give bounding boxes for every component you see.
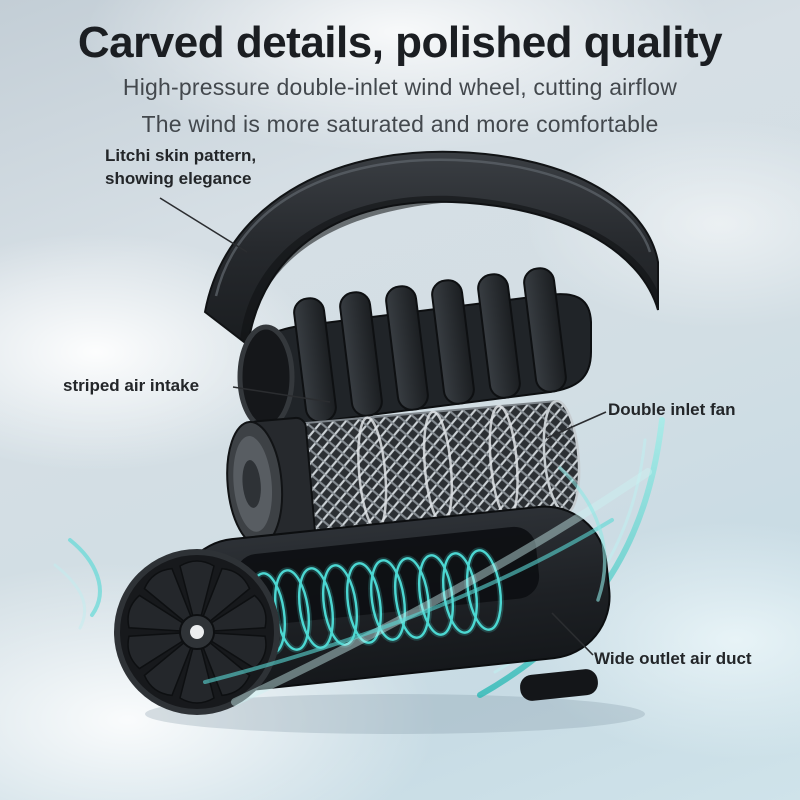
litchi-cover-part: [203, 150, 659, 347]
callout-litchi-pattern: Litchi skin pattern, showing elegance: [105, 144, 256, 190]
airflow-swoosh-front: [203, 466, 652, 706]
ground-shadow: [145, 694, 645, 734]
callout-striped-intake: striped air intake: [63, 376, 200, 395]
housing-foot: [520, 669, 598, 701]
page-title: Carved details, polished quality: [77, 18, 723, 67]
subtitle-line-2: The wind is more saturated and more comf…: [141, 111, 659, 137]
leader-lines: [159, 197, 607, 656]
subtitle-line-1: High-pressure double-inlet wind wheel, c…: [122, 74, 678, 100]
leader-double-inlet: [546, 411, 607, 439]
fan-face: [114, 549, 280, 715]
striped-intake-part: [237, 267, 592, 430]
callout-litchi-line2: showing elegance: [105, 169, 252, 188]
callout-litchi-line1: Litchi skin pattern,: [105, 146, 257, 165]
outlet-duct-part: [114, 505, 611, 715]
leader-litchi: [159, 197, 248, 253]
callout-double-inlet-fan: Double inlet fan: [608, 400, 736, 419]
leader-wide-outlet: [551, 612, 594, 656]
leader-striped-intake: [232, 386, 331, 403]
callout-wide-outlet: Wide outlet air duct: [594, 649, 752, 668]
